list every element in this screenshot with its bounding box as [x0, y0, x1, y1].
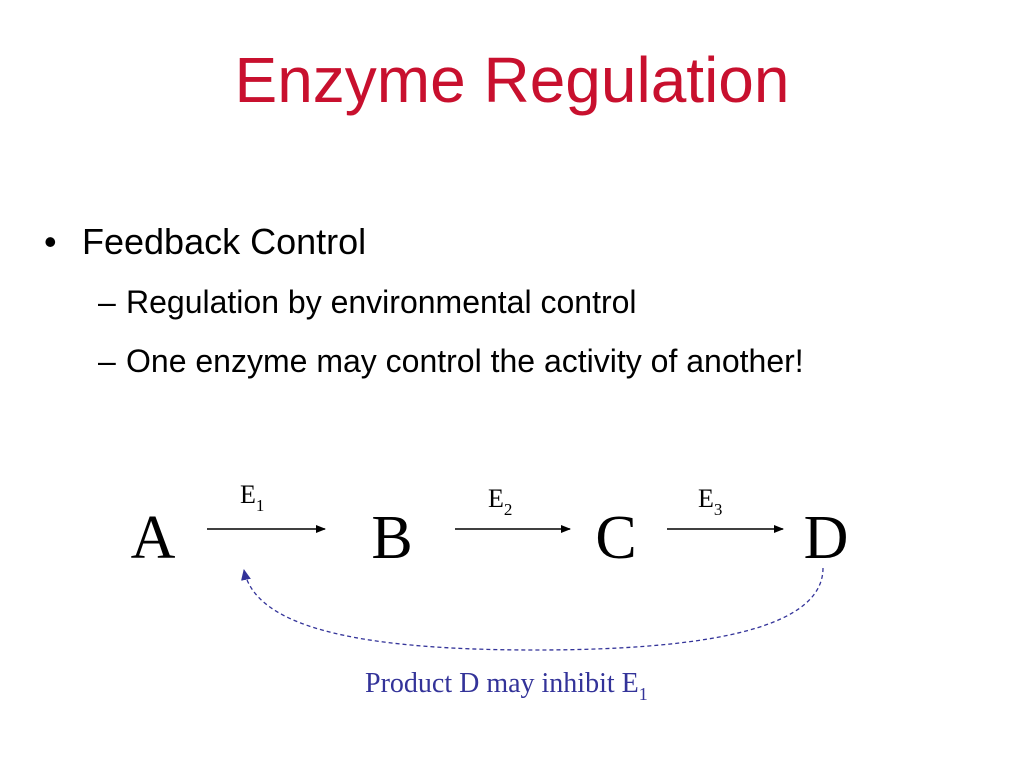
- substance-b: B: [371, 504, 412, 572]
- substance-a: A: [131, 504, 176, 572]
- enzyme-label-3: E3: [698, 484, 722, 519]
- sub-bullet-text: One enzyme may control the activity of a…: [126, 343, 804, 379]
- feedback-caption-text: Product D may inhibit E: [365, 668, 639, 699]
- feedback-inhibition-arrow: [241, 567, 824, 651]
- enzyme-label-1: E1: [240, 480, 264, 515]
- enzyme-subscript: 2: [504, 500, 513, 519]
- sub-bullet-text: Regulation by environmental control: [126, 284, 637, 320]
- enzyme-base: E: [240, 480, 256, 509]
- feedback-caption-subscript: 1: [639, 684, 648, 704]
- enzyme-base: E: [698, 484, 714, 513]
- bullet-list: • Feedback Control – Regulation by envir…: [44, 221, 804, 379]
- bullet-text: Feedback Control: [82, 221, 367, 262]
- sub-bullet-marker: –: [98, 343, 116, 379]
- slide-title: Enzyme Regulation: [234, 44, 790, 116]
- enzyme-base: E: [488, 484, 504, 513]
- sub-bullet-marker: –: [98, 284, 116, 320]
- substance-c: C: [595, 504, 636, 572]
- feedback-caption: Product D may inhibit E1: [365, 668, 648, 704]
- enzyme-label-2: E2: [488, 484, 512, 519]
- enzyme-subscript: 3: [714, 500, 723, 519]
- substance-d: D: [804, 504, 849, 572]
- bullet-marker: •: [44, 221, 57, 262]
- enzyme-subscript: 1: [256, 496, 265, 515]
